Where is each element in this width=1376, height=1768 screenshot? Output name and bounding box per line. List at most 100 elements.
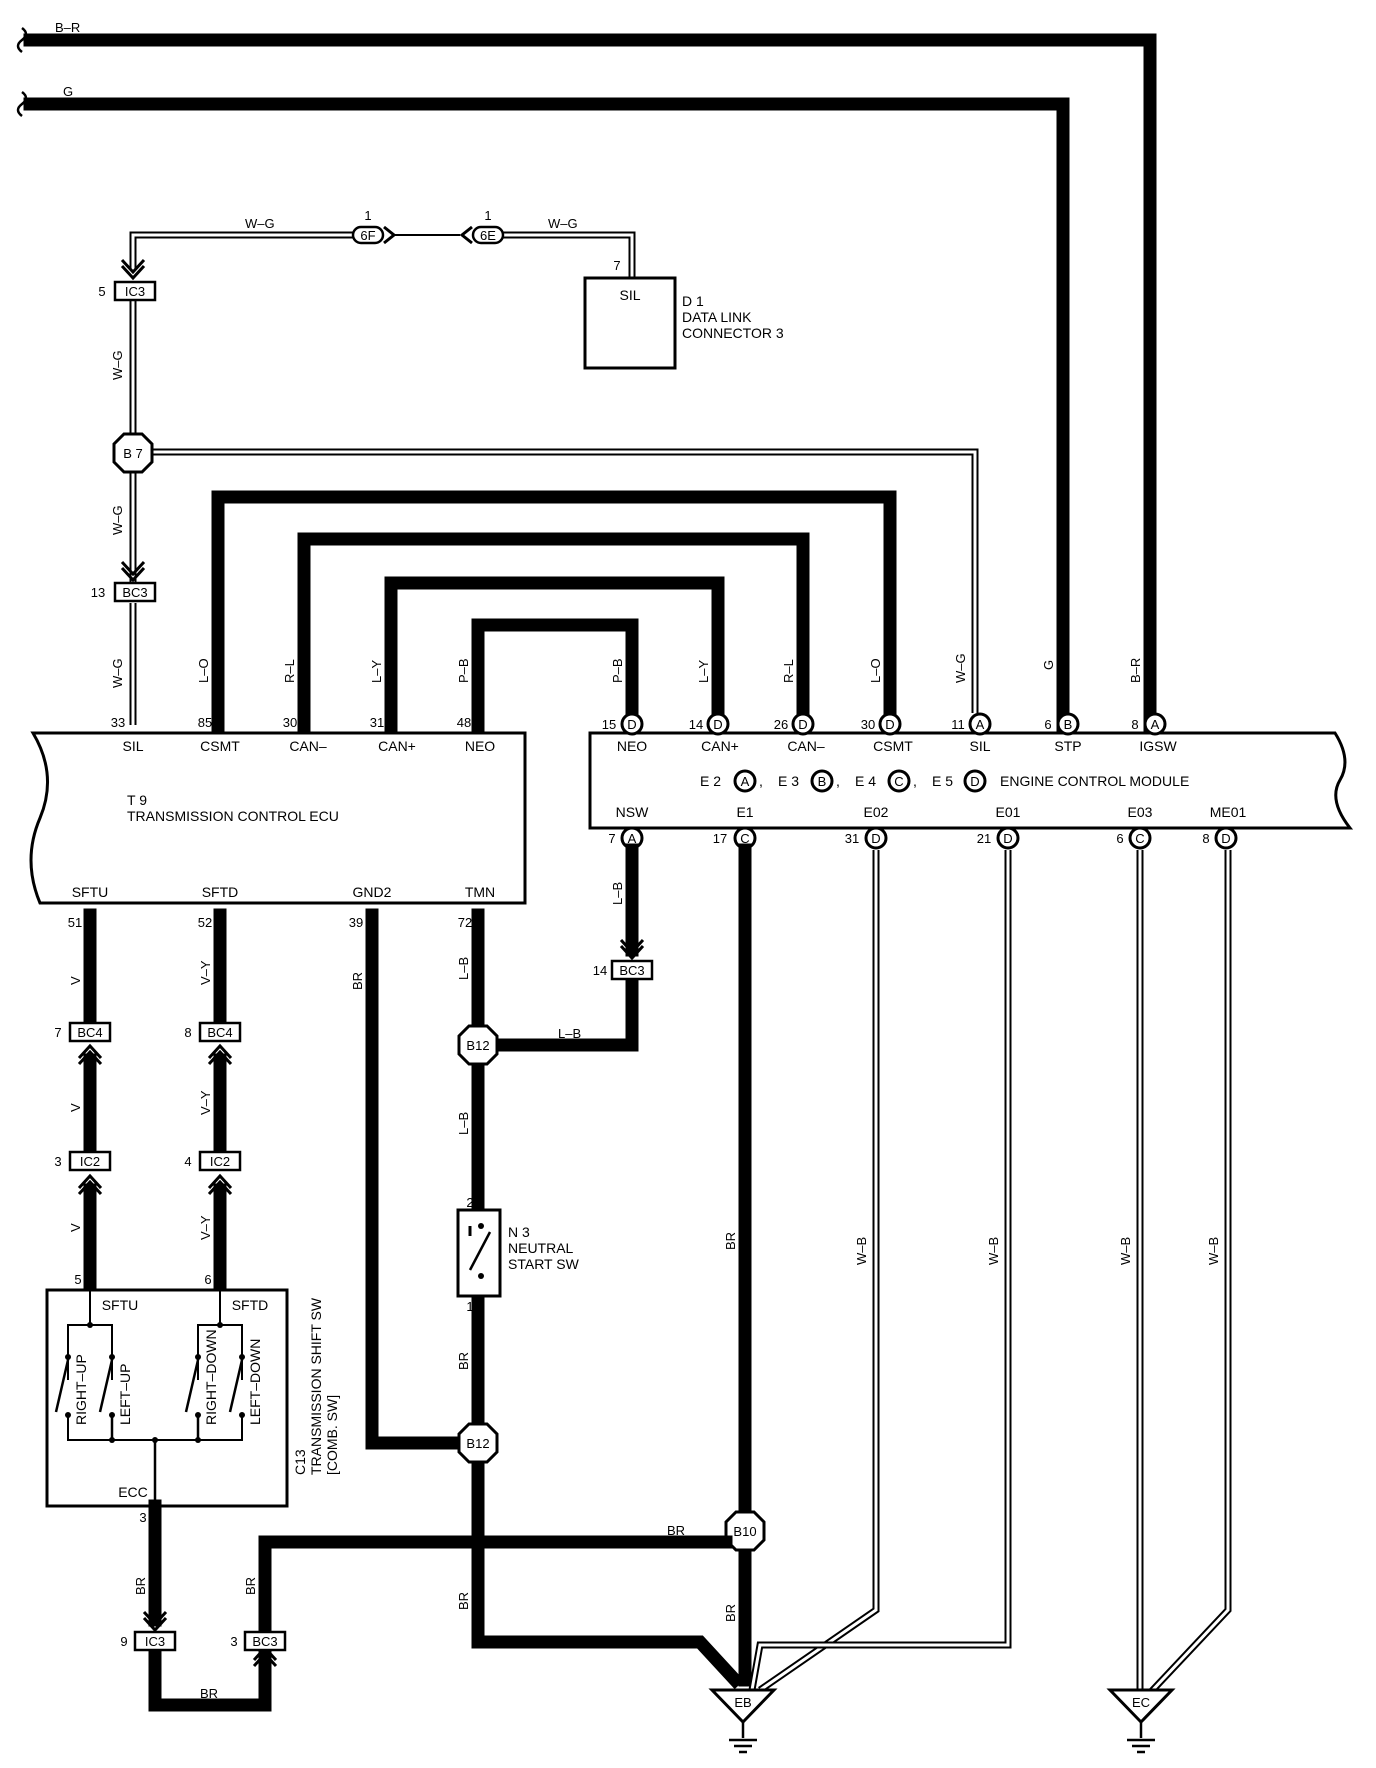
- wire-csmt: [211, 490, 897, 732]
- ecm-pin-14-circle: [706, 712, 730, 736]
- ecm-pin-e01: E01: [996, 804, 1021, 820]
- ecm-pin-stp: STP: [1054, 738, 1081, 754]
- ecm-pin-can-minus: CAN–: [787, 738, 825, 754]
- tcu-pin-52-num: 52: [198, 915, 212, 930]
- ecm-pin-17c-num: 17: [713, 831, 727, 846]
- ecm-pin-8d-letter: D: [1221, 831, 1230, 846]
- data-link-connector-3: SIL 7 D 1 DATA LINK CONNECTOR 3: [583, 258, 784, 370]
- wire-v-sftu: [77, 908, 103, 1297]
- wire-label-l-b-2: L–B: [456, 1112, 471, 1135]
- ecm-pin-21d-letter: D: [1003, 831, 1012, 846]
- ecm-pin-6-letter: B: [1064, 717, 1073, 732]
- neutral-sw-id: N 3: [508, 1224, 530, 1240]
- ecm-pin-8d-circle: [1214, 826, 1238, 850]
- ecm-pin-30-letter: D: [885, 717, 894, 732]
- dlc-pin-num: 7: [613, 258, 620, 273]
- wire-w-g-sil: [129, 231, 979, 725]
- wire-b-r-igsw: [16, 27, 1157, 732]
- shift-sw-sftu: SFTU: [102, 1297, 139, 1313]
- ecm-pin-6-num: 6: [1044, 717, 1051, 732]
- wire-label-w-g-v3: W–G: [110, 658, 125, 688]
- ecm-conn-e5-letter: D: [970, 774, 979, 789]
- tcu-pin-85-num: 85: [198, 715, 212, 730]
- tcu-pin-51-num: 51: [68, 915, 82, 930]
- tcu-pin-can-plus: CAN+: [378, 738, 416, 754]
- junction-b7-label: B 7: [123, 446, 143, 461]
- wire-label-br-b10: BR: [667, 1523, 685, 1538]
- connector-bc4-8-pin: 8: [184, 1025, 191, 1040]
- dlc-id: D 1: [682, 293, 704, 309]
- tcu-pin-neo: NEO: [465, 738, 495, 754]
- ecm-name: ENGINE CONTROL MODULE: [1000, 773, 1189, 789]
- ecm-pin-8-letter: A: [1151, 717, 1160, 732]
- ecm-pin-11-num: 11: [951, 717, 965, 732]
- ecm-pin-31d-num: 31: [845, 831, 859, 846]
- wire-label-br-left1: BR: [133, 1577, 148, 1595]
- wire-label-br-left2: BR: [243, 1577, 258, 1595]
- wire-label-p-b-right: P–B: [610, 658, 625, 683]
- ecm-pin-6c-circle: [1128, 826, 1152, 850]
- ecm-pin-csmt: CSMT: [873, 738, 913, 754]
- shift-sw-pin-5: 5: [74, 1272, 81, 1287]
- connector-6e: 6E 1: [459, 208, 505, 245]
- ecm-pin-6-circle: [1056, 712, 1080, 736]
- wire-label-b-r-top: B–R: [55, 20, 80, 35]
- ecm-pin-15-letter: D: [627, 717, 636, 732]
- neutral-sw-pin-bottom: 1: [466, 1299, 473, 1314]
- wire-w-b-e01: [748, 850, 1012, 1691]
- ecm-pin-30-num: 30: [861, 717, 875, 732]
- wire-label-l-y-left: L–Y: [369, 660, 384, 683]
- ecm-pin-e02: E02: [864, 804, 889, 820]
- wire-label-v-y-2: V–Y: [198, 1090, 213, 1115]
- connector-ic3-top-label: IC3: [125, 284, 145, 299]
- connector-bc3-3-label: BC3: [252, 1634, 277, 1649]
- shift-sw-id: C13: [292, 1449, 308, 1475]
- connector-ic3-top-pin: 5: [98, 284, 105, 299]
- tcu-top-pins: 33 SIL 85 CSMT 30 CAN– 31 CAN+ 48 NEO: [111, 715, 496, 754]
- ecm-pin-7a-letter: A: [628, 831, 637, 846]
- wire-label-br-e1: BR: [723, 1232, 738, 1250]
- shift-sw-sftd: SFTD: [232, 1297, 269, 1313]
- tcu-bottom-pins: SFTU 51 SFTD 52 GND2 39 TMN 72: [68, 884, 495, 930]
- connector-bc3-13: BC3 13: [91, 560, 157, 603]
- ecm-pin-7a-num: 7: [608, 831, 615, 846]
- tcu-pin-gnd2: GND2: [353, 884, 392, 900]
- wire-label-w-g-left: W–G: [245, 216, 275, 231]
- ecm-pin-8-circle: [1143, 712, 1167, 736]
- connector-ic2-3-pin: 3: [54, 1154, 61, 1169]
- ecm-pin-8-num: 8: [1131, 717, 1138, 732]
- wire-label-br-bottom: BR: [200, 1686, 218, 1701]
- ecm-pin-6c-letter: C: [1135, 831, 1144, 846]
- wire-label-p-b-left: P–B: [456, 658, 471, 683]
- wire-label-v-3: V: [68, 1223, 83, 1232]
- shift-sw-right-down: RIGHT–DOWN: [203, 1329, 219, 1425]
- ecm-pin-30-circle: [878, 712, 902, 736]
- ecm-pin-11-circle: [968, 712, 992, 736]
- ecm-pin-15-num: 15: [602, 717, 616, 732]
- tcu-pin-30-num: 30: [283, 715, 297, 730]
- wire-label-l-o-right: L–O: [868, 658, 883, 683]
- ecm-conn-sep-2: ,: [836, 773, 840, 789]
- connector-bc3-13-label: BC3: [122, 585, 147, 600]
- ecm-pin-14-num: 14: [689, 717, 703, 732]
- wire-label-w-g-sil: W–G: [953, 653, 968, 683]
- dlc-pin-sil: SIL: [619, 287, 640, 303]
- wire-br-ecc: [142, 1499, 733, 1712]
- connector-bc4-7: BC4 7: [54, 1021, 112, 1043]
- ecm-pin-26-circle: [791, 712, 815, 736]
- wire-label-w-g-v2: W–G: [110, 505, 125, 535]
- junction-b12-top-label: B12: [466, 1038, 489, 1053]
- connector-ic2-3-label: IC2: [80, 1154, 100, 1169]
- ecm-pin-can-plus: CAN+: [701, 738, 739, 754]
- ecm-connector-legend: E 2 A , E 3 B , E 4 C , E 5 D ENGINE CON…: [700, 769, 1189, 793]
- wire-v-y-sftd: [207, 908, 233, 1297]
- wire-label-l-y-right: L–Y: [696, 660, 711, 683]
- connector-bc3-14-label: BC3: [619, 963, 644, 978]
- tcu-pin-33-num: 33: [111, 715, 125, 730]
- connector-ic3-top: IC3 5: [98, 258, 157, 302]
- tcu-pin-csmt: CSMT: [200, 738, 240, 754]
- ecm-pin-17c-letter: C: [740, 831, 749, 846]
- tcu-pin-48-num: 48: [457, 715, 471, 730]
- ecm-pin-21d-circle: [996, 826, 1020, 850]
- connector-ic3-9-label: IC3: [145, 1634, 165, 1649]
